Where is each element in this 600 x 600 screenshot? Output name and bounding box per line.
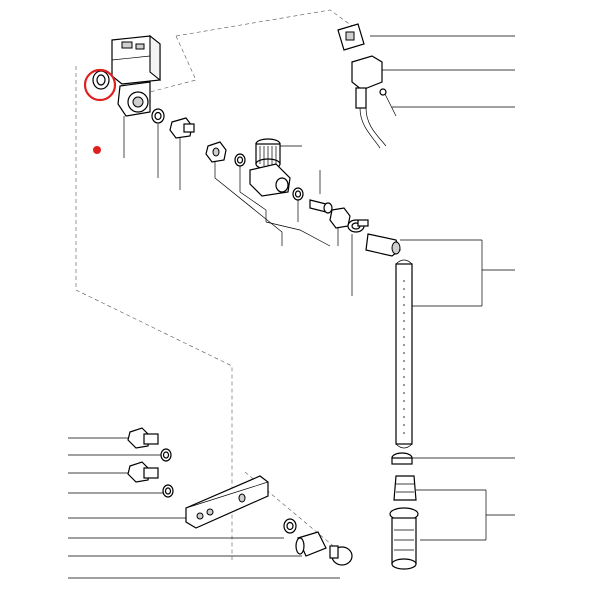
washer-top bbox=[151, 108, 165, 124]
barb-fitting bbox=[393, 475, 417, 501]
manifold-bar bbox=[185, 475, 269, 529]
tap-valve-body bbox=[249, 138, 291, 197]
washer-left-lower bbox=[162, 484, 174, 498]
small-washer-mid bbox=[234, 153, 246, 167]
strainer-filter bbox=[389, 507, 419, 570]
seal-ring-part bbox=[92, 70, 110, 90]
solenoid-valve-body bbox=[111, 34, 161, 117]
connector-screw bbox=[379, 88, 397, 117]
leader-lines-left bbox=[68, 437, 340, 579]
leader-lines-vertical bbox=[123, 116, 353, 296]
hose-connector bbox=[365, 233, 401, 257]
threaded-fitting-top bbox=[169, 117, 195, 139]
assembly-outline-lines bbox=[75, 9, 356, 561]
banjo-bolt-upper bbox=[127, 427, 159, 449]
washer-left-upper bbox=[160, 448, 172, 462]
connector-gasket bbox=[337, 23, 365, 51]
electric-connector-plug bbox=[351, 55, 387, 149]
end-cap bbox=[329, 545, 353, 566]
sleeve-coupling bbox=[295, 531, 327, 557]
banjo-bolt-lower bbox=[127, 461, 159, 483]
hex-nut-right bbox=[329, 207, 351, 229]
leader-lines-right bbox=[278, 35, 515, 541]
hose-long bbox=[395, 259, 413, 449]
highlight-dot bbox=[93, 146, 101, 154]
small-washer-right bbox=[292, 187, 304, 201]
hose-clamp-top bbox=[347, 219, 369, 233]
washer-bottom bbox=[283, 518, 297, 534]
highlight-circle bbox=[83, 68, 117, 102]
nut-top bbox=[205, 141, 227, 163]
pin-screw bbox=[309, 199, 333, 214]
hose-clamp-bottom bbox=[391, 452, 413, 465]
